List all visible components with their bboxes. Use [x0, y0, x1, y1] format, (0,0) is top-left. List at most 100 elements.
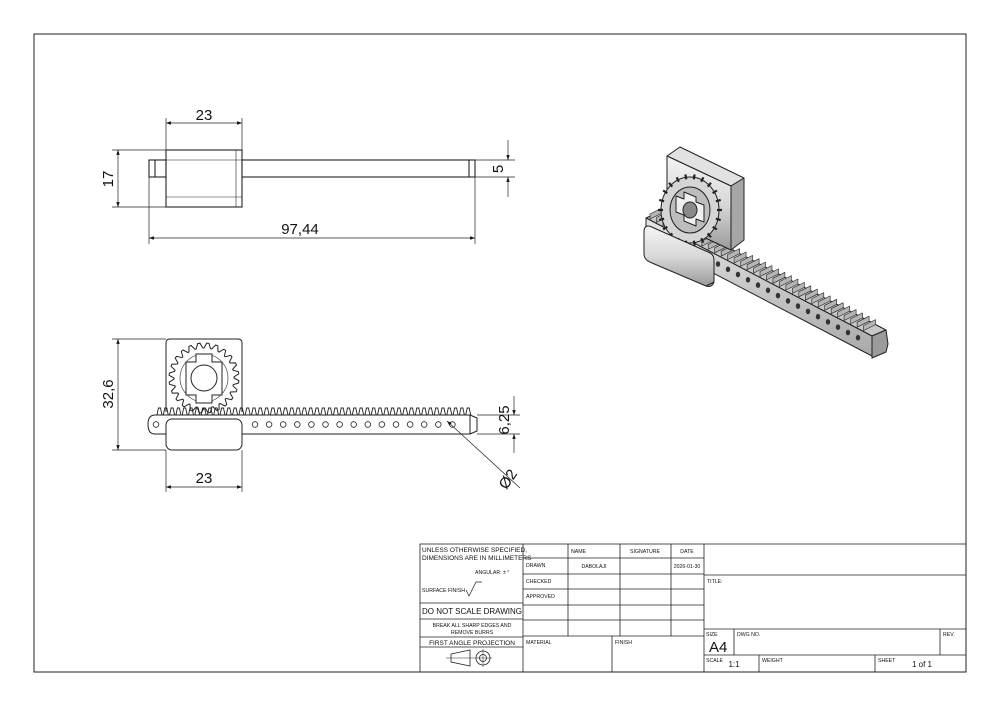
iso-rack-tooth	[759, 265, 773, 277]
front-view-dimensions	[112, 338, 521, 492]
sheet-label: SHEET	[878, 658, 896, 664]
rack-hole	[152, 421, 160, 428]
front-view-rack-holes	[152, 421, 456, 428]
rack-hole	[251, 421, 259, 428]
iso-rack-tooth	[856, 315, 870, 328]
iso-rack-tooth	[740, 255, 753, 267]
dwg-no-label: DWG NO.	[737, 632, 760, 638]
iso-gear-tooth	[706, 232, 712, 238]
finish-label: FINISH	[615, 640, 632, 646]
rack-hole	[322, 421, 329, 428]
iso-rack-hole	[755, 282, 761, 288]
dim-overall-length: 97,44	[281, 221, 319, 238]
iso-gear-tooth	[712, 225, 718, 231]
col-name: NAME	[571, 549, 587, 555]
top-view	[148, 149, 476, 208]
iso-rack-tooth	[805, 288, 818, 301]
iso-rack-hole	[855, 334, 861, 341]
iso-rack-tooth	[811, 292, 825, 304]
weight-label: WEIGHT	[762, 658, 784, 664]
iso-rack-tooth	[753, 261, 766, 274]
iso-gear-tooth	[662, 189, 668, 195]
iso-gear-tooth	[706, 182, 712, 188]
iso-rack-hole	[795, 303, 801, 309]
iso-gear-tooth	[700, 176, 705, 183]
top-view-shaft-left	[148, 159, 167, 178]
iso-rack-tooth	[843, 309, 857, 321]
iso-rack-tooth	[850, 312, 863, 325]
rack-hole	[280, 421, 287, 428]
front-view-bore	[190, 364, 218, 392]
iso-rack-tooth	[798, 285, 812, 298]
iso-rack-hole	[765, 287, 771, 294]
iso-rack-tooth	[766, 268, 779, 281]
iso-rack-tooth	[830, 302, 844, 314]
dim-front-height: 32,6	[100, 379, 117, 408]
iso-rack-tooth	[863, 319, 876, 331]
iso-gear-tooth	[692, 174, 696, 180]
iso-rack-hole	[745, 277, 751, 283]
rack-hole	[336, 421, 343, 428]
iso-rack-holes	[715, 261, 861, 341]
iso-rack-hole	[845, 329, 851, 336]
angular-tolerance: ANGULAR: ± °	[475, 570, 509, 576]
iso-rack-hole	[735, 271, 741, 278]
iso-rack-hole	[825, 319, 831, 325]
iso-rack-tooth	[733, 251, 747, 264]
iso-gear-tooth	[715, 217, 722, 222]
dim-shaft-diameter: 5	[490, 165, 507, 173]
front-view	[147, 338, 478, 451]
iso-rack-hole	[835, 324, 841, 331]
front-view-lower-block	[165, 418, 243, 451]
size-label: SIZE	[706, 632, 718, 638]
col-date: DATE	[680, 549, 694, 555]
iso-gear-tooth	[712, 189, 718, 195]
iso-rack-tooth	[727, 248, 740, 260]
rack-hole	[435, 421, 442, 428]
dim-top-width: 23	[196, 107, 213, 124]
iso-gear-tooth	[662, 225, 668, 231]
iso-gear-tooth	[692, 240, 696, 246]
iso-rack-tooth	[785, 278, 799, 291]
rack-hole	[350, 421, 357, 428]
dim-rack-height: 6,25	[496, 405, 513, 434]
iso-gear-tooth	[658, 198, 665, 203]
projection-label: FIRST ANGLE PROJECTION	[429, 640, 515, 647]
iso-rack-tooth	[837, 305, 850, 318]
dim-front-width: 23	[196, 470, 213, 487]
iso-gear-tooth	[684, 174, 688, 180]
title-block	[419, 543, 967, 673]
top-view-dimensions	[112, 118, 515, 244]
row-checked: CHECKED	[526, 579, 552, 585]
material-label: MATERIAL	[526, 640, 552, 646]
rack-hole	[364, 421, 371, 428]
dim-hole-diameter: Ø2	[496, 466, 521, 492]
rack-hole	[294, 421, 301, 428]
rack-hole	[406, 421, 414, 428]
title-label: TITLE:	[707, 579, 723, 585]
iso-rack-tooth	[824, 299, 837, 311]
general-note-line2: DIMENSIONS ARE IN MILLIMETERS	[422, 555, 532, 562]
rev-label: REV.	[943, 632, 955, 638]
top-view-block	[165, 149, 243, 208]
do-not-scale-note: DO NOT SCALE DRAWING	[422, 607, 522, 616]
iso-rack-end	[871, 329, 889, 359]
iso-rack-tooth	[817, 295, 831, 308]
iso-rack-tooth	[746, 258, 760, 270]
rack-hole	[265, 421, 273, 428]
iso-gear-tooth	[668, 182, 674, 188]
iso-gear-tooth	[675, 176, 680, 183]
iso-rack-tooth	[779, 275, 792, 287]
iso-gear-tooth	[715, 198, 722, 203]
first-angle-projection-icon	[446, 649, 492, 667]
iso-block-side	[730, 177, 745, 251]
rack-hole	[392, 421, 400, 428]
iso-rack-tooth	[792, 282, 805, 294]
rack-hole	[378, 421, 386, 428]
iso-rack-tooth	[772, 272, 786, 284]
row-approved: APPROVED	[526, 594, 555, 600]
drawn-date: 2026-01-30	[674, 564, 701, 570]
iso-rack-hole	[715, 261, 721, 267]
surface-finish-symbol	[465, 581, 482, 597]
